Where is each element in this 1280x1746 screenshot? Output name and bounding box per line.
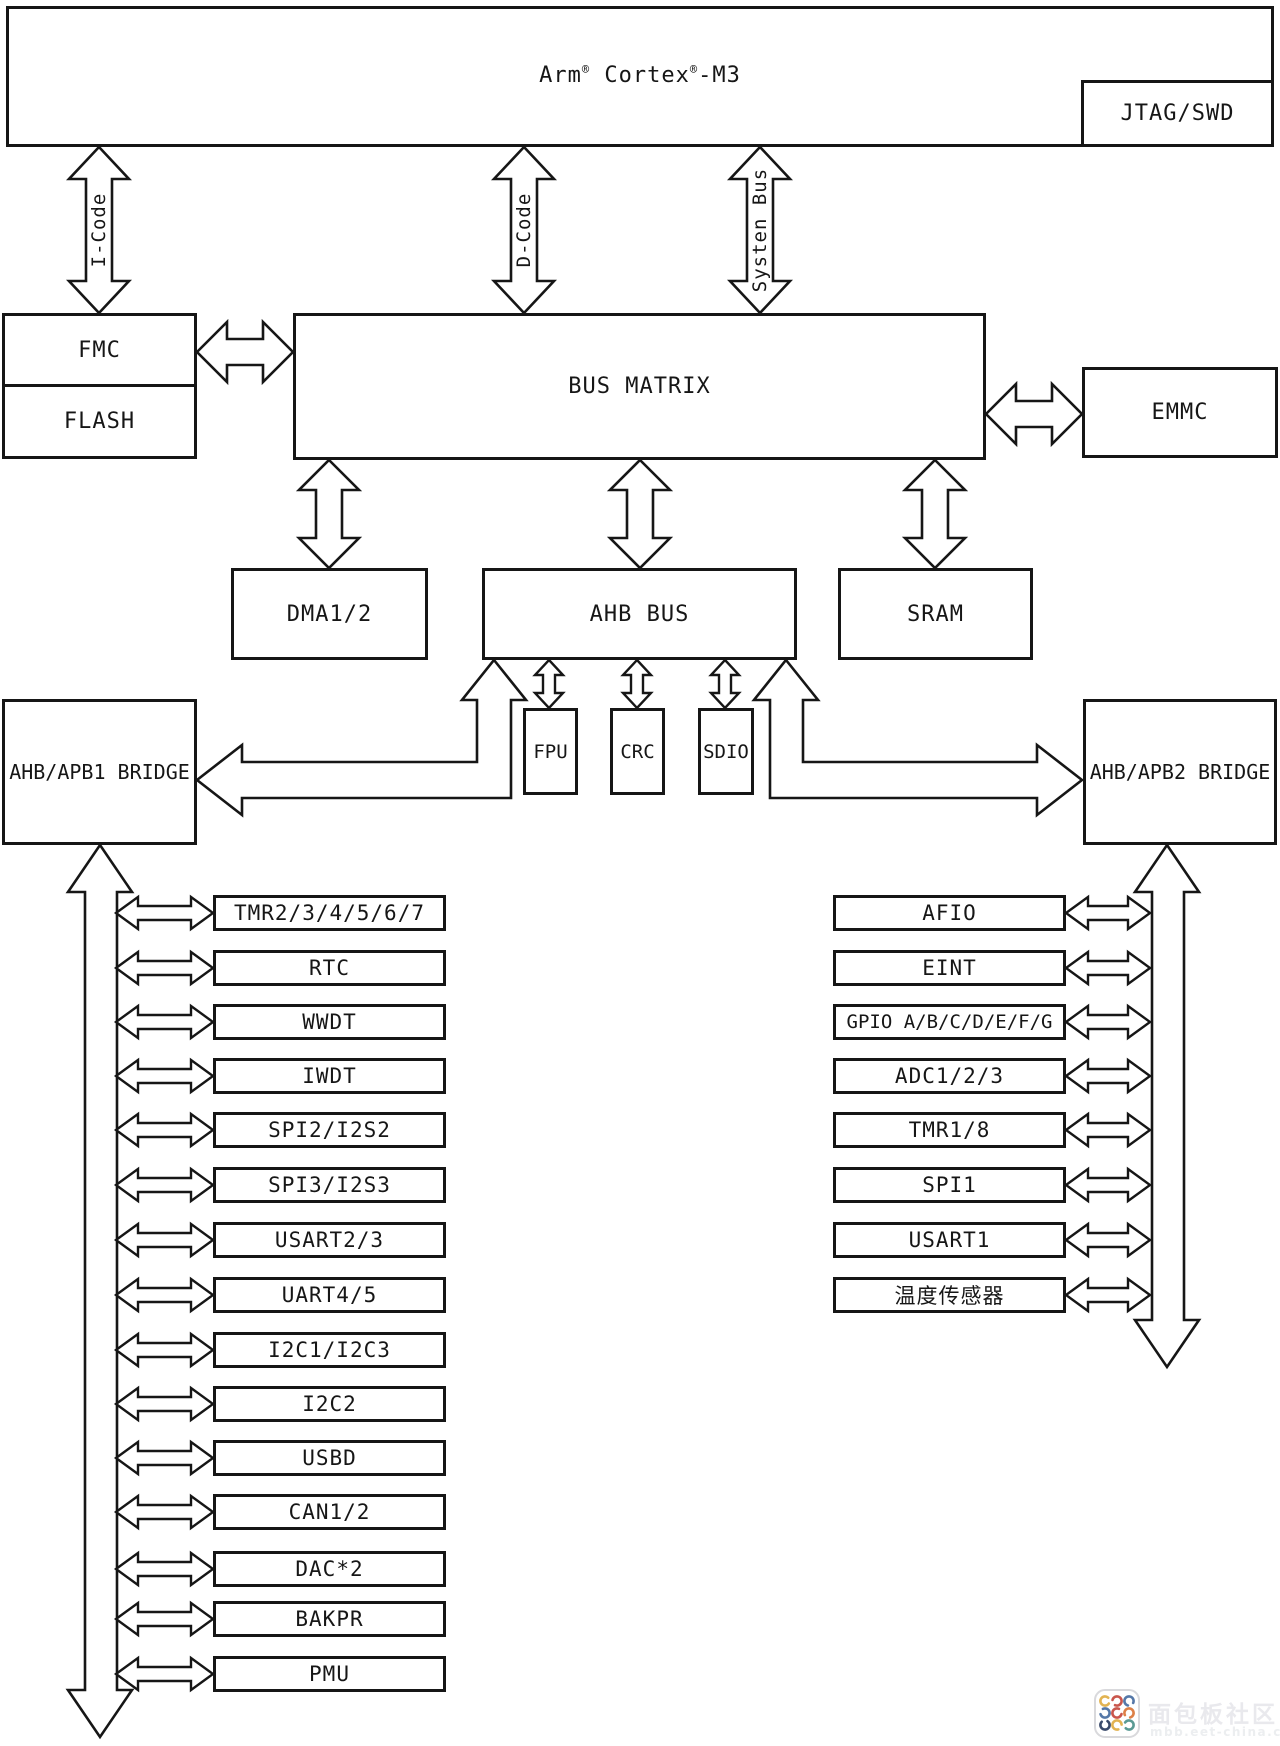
busmatrix-ahbbus-arrow (606, 458, 674, 570)
busmatrix-emmc-arrow (984, 380, 1084, 448)
peripheral-box-usbd: USBD (213, 1440, 446, 1476)
branch-arrow-can1-2 (113, 1493, 216, 1531)
branch-arrow-tmr2-7 (113, 894, 216, 932)
branch-arrow-spi3 (113, 1166, 216, 1204)
peripheral-box-uart4-5: UART4/5 (213, 1277, 446, 1313)
branch-arrow-i2c2 (113, 1385, 216, 1423)
logo-curls-icon (1099, 1695, 1135, 1731)
ahbbus-fpu-arrow (532, 658, 566, 710)
branch-arrow-pmu (113, 1655, 216, 1693)
fmc-flash-block: FMC FLASH (2, 313, 197, 459)
peripheral-box-eint: EINT (833, 950, 1066, 986)
ahbbus-sdio-arrow (708, 658, 742, 710)
peripheral-box-dac: DAC*2 (213, 1551, 446, 1587)
watermark-site-url: mbb.eet-china.com (1150, 1725, 1280, 1739)
jtag-swd-block: JTAG/SWD (1081, 80, 1274, 147)
branch-arrow-spi2 (113, 1111, 216, 1149)
peripheral-box-afio: AFIO (833, 895, 1066, 931)
peripheral-box-can1-2: CAN1/2 (213, 1494, 446, 1530)
busmatrix-dma-arrow (295, 458, 363, 570)
fmc-cell: FMC (5, 316, 194, 387)
branch-arrow-uart4-5 (113, 1276, 216, 1314)
branch-arrow-usart2-3 (113, 1221, 216, 1259)
peripheral-box-spi3-i2s3: SPI3/I2S3 (213, 1167, 446, 1203)
busmatrix-sram-arrow (901, 458, 969, 570)
ahb-bus-block: AHB BUS (482, 568, 797, 660)
branch-arrow-temp-sensor (1063, 1276, 1153, 1314)
branch-arrow-eint (1063, 949, 1153, 987)
peripheral-box-spi1: SPI1 (833, 1167, 1066, 1203)
branch-arrow-adc (1063, 1057, 1153, 1095)
ahb-apb1-bridge-block: AHB/APB1 BRIDGE (2, 699, 197, 845)
peripheral-box-usart1: USART1 (833, 1222, 1066, 1258)
branch-arrow-dac (113, 1550, 216, 1588)
peripheral-box-bakpr: BAKPR (213, 1601, 446, 1637)
ahbbus-apb1bridge-arrow (194, 657, 529, 818)
peripheral-box-i2c1-i2c3: I2C1/I2C3 (213, 1332, 446, 1368)
peripheral-box-pmu: PMU (213, 1656, 446, 1692)
apb2-peripherals-spine-arrow (1132, 842, 1202, 1370)
system-bus-label: Systen Bus (749, 167, 771, 293)
branch-arrow-iwdt (113, 1057, 216, 1095)
peripheral-box-tmr2-7: TMR2/3/4/5/6/7 (213, 895, 446, 931)
branch-arrow-spi1 (1063, 1166, 1153, 1204)
watermark-site-name: 面包板社区 (1148, 1702, 1278, 1728)
icode-bus-label: I-Code (88, 192, 110, 268)
ahb-apb2-bridge-block: AHB/APB2 BRIDGE (1083, 699, 1277, 845)
bus-matrix-block: BUS MATRIX (293, 313, 986, 460)
community-logo-icon (1094, 1689, 1140, 1738)
branch-arrow-wwdt (113, 1003, 216, 1041)
peripheral-box-wwdt: WWDT (213, 1004, 446, 1040)
flash-cell: FLASH (63, 409, 136, 434)
peripheral-box-usart2-3: USART2/3 (213, 1222, 446, 1258)
branch-arrow-bakpr (113, 1600, 216, 1638)
branch-arrow-tmr1-8 (1063, 1111, 1153, 1149)
cortex-m3-block: Arm® Cortex®-M3 (6, 6, 1274, 147)
branch-arrow-rtc (113, 949, 216, 987)
peripheral-box-i2c2: I2C2 (213, 1386, 446, 1422)
emmc-block: EMMC (1082, 367, 1278, 458)
peripheral-box-tmr1-8: TMR1/8 (833, 1112, 1066, 1148)
branch-arrow-usart1 (1063, 1221, 1153, 1259)
dma-block: DMA1/2 (231, 568, 428, 660)
crc-block: CRC (610, 708, 665, 795)
peripheral-box-rtc: RTC (213, 950, 446, 986)
fpu-block: FPU (523, 708, 578, 795)
watermark: 面包板社区 mbb.eet-china.com (1094, 1689, 1280, 1743)
sram-block: SRAM (838, 568, 1033, 660)
peripheral-box-gpio: GPIO A/B/C/D/E/F/G (833, 1004, 1066, 1040)
branch-arrow-gpio (1063, 1003, 1153, 1041)
apb1-peripherals-spine-arrow (65, 842, 135, 1740)
ahbbus-apb2bridge-arrow (751, 657, 1085, 818)
branch-arrow-afio (1063, 894, 1153, 932)
branch-arrow-usbd (113, 1439, 216, 1477)
sdio-block: SDIO (698, 708, 754, 795)
peripheral-box-temp-sensor: 温度传感器 (833, 1277, 1066, 1313)
ahbbus-crc-arrow (620, 658, 654, 710)
peripheral-box-iwdt: IWDT (213, 1058, 446, 1094)
peripheral-box-adc1-2-3: ADC1/2/3 (833, 1058, 1066, 1094)
cortex-m3-label: Arm® Cortex®-M3 (539, 62, 741, 88)
fmc-busmatrix-arrow (195, 318, 295, 386)
dcode-bus-label: D-Code (513, 192, 535, 268)
peripheral-box-spi2-i2s2: SPI2/I2S2 (213, 1112, 446, 1148)
branch-arrow-i2c1-i2c3 (113, 1331, 216, 1369)
